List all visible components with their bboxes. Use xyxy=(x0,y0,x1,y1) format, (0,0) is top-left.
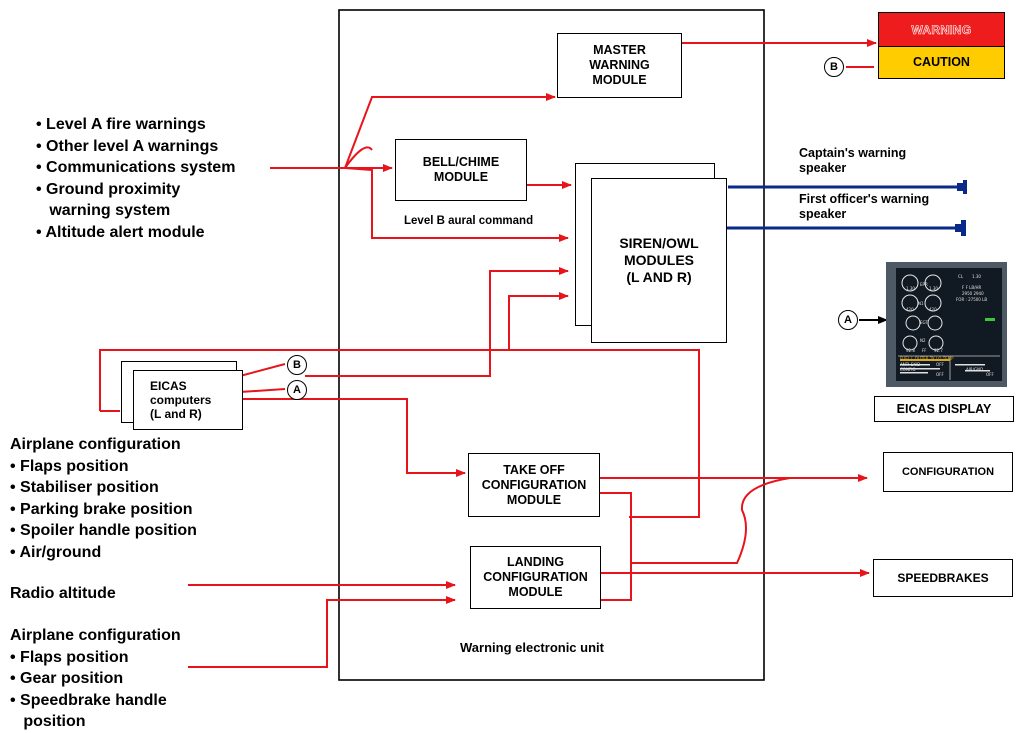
list-item: • Communications system xyxy=(36,157,235,179)
caution-annunciator: CAUTION xyxy=(878,46,1005,79)
caution-annunciator-label: CAUTION xyxy=(913,55,970,70)
takeoff-config-label: TAKE OFF CONFIGURATION MODULE xyxy=(482,463,587,508)
wire-eicas-a xyxy=(240,389,285,392)
wire-eicas-b xyxy=(240,364,285,376)
top-right-text: 2950 2940 xyxy=(962,291,984,296)
message-status: OFF xyxy=(936,372,944,377)
warning-unit-label: Warning electronic unit xyxy=(460,640,604,655)
list-item: • Spoiler handle position xyxy=(10,520,197,542)
level-b-aural-label: Level B aural command xyxy=(404,214,533,229)
badge-letter: A xyxy=(844,314,852,326)
radio-altitude-label: Radio altitude xyxy=(10,583,116,605)
gauge-value: 1.30 xyxy=(929,286,938,291)
fo-speaker-icon xyxy=(955,220,966,236)
badge-letter: B xyxy=(830,61,838,73)
siren-owl-module: SIREN/OWL MODULES (L AND R) xyxy=(591,178,727,343)
list-heading: Airplane configuration xyxy=(10,434,197,456)
eicas-computers: EICAS computers (L and R) xyxy=(133,370,243,430)
list-item: • Level A fire warnings xyxy=(36,114,235,136)
message-status: OFF xyxy=(936,362,944,367)
top-right-text: 1.30 xyxy=(972,274,981,279)
landing-config-label: LANDING CONFIGURATION MODULE xyxy=(483,555,588,600)
eicas-computers-label: EICAS computers (L and R) xyxy=(150,379,211,421)
badge-a-display: A xyxy=(838,310,858,330)
speedbrakes-output-label: SPEEDBRAKES xyxy=(897,571,988,586)
badge-letter: B xyxy=(293,359,301,371)
bell-chime-module: BELL/CHIME MODULE xyxy=(395,139,527,201)
master-warning-module: MASTER WARNING MODULE xyxy=(557,33,682,98)
configuration-output-label: CONFIGURATION xyxy=(902,465,994,480)
message-text: FUEL L OUTER TK LO TEMP xyxy=(900,356,954,361)
airplane-config-1-list: Airplane configuration • Flaps position … xyxy=(10,434,197,563)
badge-b-caution: B xyxy=(824,57,844,77)
captain-speaker-icon xyxy=(957,180,967,194)
list-item: • Speedbrake handle xyxy=(10,690,181,712)
gauge-value: 92.7 xyxy=(934,348,943,353)
message-text: AIR/GND xyxy=(966,367,983,372)
gauge-label: N2 xyxy=(920,338,926,343)
gauge-value: 420 xyxy=(929,307,937,312)
list-item: • Parking brake position xyxy=(10,499,197,521)
gauge-label: FF xyxy=(922,348,927,353)
message-text: CONFIG xyxy=(900,367,916,372)
gauge-label: N1 xyxy=(918,301,924,306)
message-status: OFF xyxy=(986,372,994,377)
list-item: • Other level A warnings xyxy=(36,136,235,158)
level-a-inputs-list: • Level A fire warnings • Other level A … xyxy=(36,114,235,243)
gauge-value: 420 xyxy=(906,307,914,312)
list-item: • Flaps position xyxy=(10,456,197,478)
badge-letter: A xyxy=(293,384,301,396)
wire-join-config xyxy=(631,478,790,563)
captain-speaker-label: Captain's warning speaker xyxy=(799,146,906,176)
list-item: • Gear position xyxy=(10,668,181,690)
bell-chime-label: BELL/CHIME MODULE xyxy=(423,155,499,185)
top-right-text: FOR : 27500 LB xyxy=(956,297,987,302)
list-item: • Altitude alert module xyxy=(36,222,235,244)
siren-owl-label: SIREN/OWL MODULES (L AND R) xyxy=(619,235,698,286)
list-item: position xyxy=(10,711,181,733)
list-item: • Stabiliser position xyxy=(10,477,197,499)
badge-a-eicas: A xyxy=(287,380,307,400)
takeoff-config-module: TAKE OFF CONFIGURATION MODULE xyxy=(468,453,600,517)
gauge-label: EGT xyxy=(920,320,928,325)
landing-config-module: LANDING CONFIGURATION MODULE xyxy=(470,546,601,609)
gauge-value: 92.8 xyxy=(906,348,915,353)
speedbrakes-output: SPEEDBRAKES xyxy=(873,559,1013,597)
warning-annunciator: WARNING xyxy=(878,12,1005,48)
configuration-output: CONFIGURATION xyxy=(883,452,1013,492)
top-right-text: F F LB/HR xyxy=(962,285,981,290)
eicas-screen-text: EPR N1 EGT N2 FF 1.30 1.30 420 420 92.8 … xyxy=(896,268,1002,381)
radio-altitude-text: Radio altitude xyxy=(10,583,116,605)
eicas-display-label-box: EICAS DISPLAY xyxy=(874,396,1014,422)
list-item: • Air/ground xyxy=(10,542,197,564)
top-right-text: CL xyxy=(958,274,963,279)
wire-takeoff-down xyxy=(600,493,631,600)
airplane-config-2-list: Airplane configuration • Flaps position … xyxy=(10,625,181,733)
fo-speaker-label: First officer's warning speaker xyxy=(799,192,929,222)
eicas-display-label: EICAS DISPLAY xyxy=(897,402,992,417)
list-item: • Flaps position xyxy=(10,647,181,669)
list-item: warning system xyxy=(36,200,235,222)
wire-config2 xyxy=(188,600,455,667)
badge-b-eicas: B xyxy=(287,355,307,375)
gauge-label: EPR xyxy=(920,282,928,287)
master-warning-label: MASTER WARNING MODULE xyxy=(589,43,649,88)
list-item: • Ground proximity xyxy=(36,179,235,201)
warning-annunciator-label: WARNING xyxy=(911,23,971,38)
list-heading: Airplane configuration xyxy=(10,625,181,647)
wire-eicas-to-takeoff xyxy=(240,399,465,473)
wire-eicas-to-siren-1 xyxy=(305,271,568,376)
gauge-value: 1.30 xyxy=(906,286,915,291)
